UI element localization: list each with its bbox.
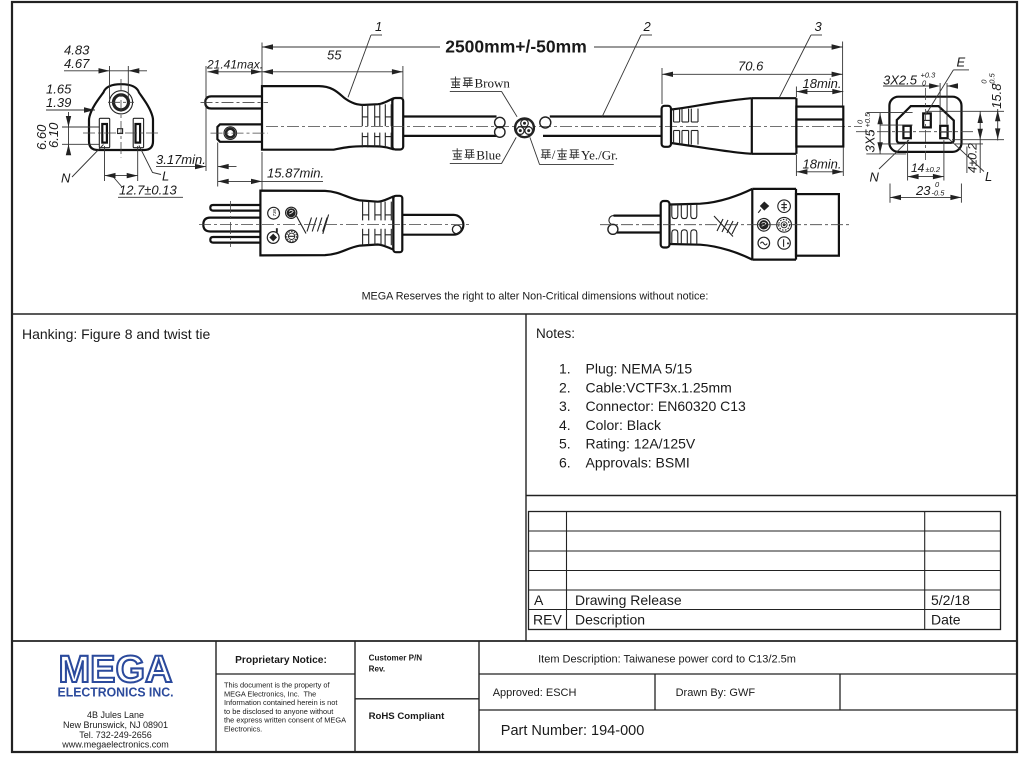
svg-text:12.7±0.13: 12.7±0.13 xyxy=(119,183,178,198)
svg-text:2.: 2. xyxy=(559,379,571,395)
svg-text:2: 2 xyxy=(643,19,652,34)
svg-text:Connector: EN60320 C13: Connector: EN60320 C13 xyxy=(586,398,747,414)
svg-text:-0.5: -0.5 xyxy=(932,189,946,198)
svg-text:0: 0 xyxy=(922,79,927,88)
svg-text:Rating: 12A/125V: Rating: 12A/125V xyxy=(586,436,696,452)
svg-text:70.6: 70.6 xyxy=(738,59,764,74)
svg-text:MEGA Electronics, Inc. The: MEGA Electronics, Inc. The xyxy=(224,689,316,698)
svg-text:to be disclosed to anyone with: to be disclosed to anyone without xyxy=(224,707,333,716)
svg-text:Hanking: Figure 8 and twist ti: Hanking: Figure 8 and twist tie xyxy=(22,326,211,342)
svg-text:15.8: 15.8 xyxy=(989,83,1004,109)
svg-text:18min.: 18min. xyxy=(803,76,842,91)
svg-text:+0.3: +0.3 xyxy=(921,71,937,80)
svg-text:www.megaelectronics.com: www.megaelectronics.com xyxy=(61,740,169,750)
svg-text:5/2/18: 5/2/18 xyxy=(931,592,970,608)
svg-text:21.41max.: 21.41max. xyxy=(206,58,263,72)
svg-text:MEGA: MEGA xyxy=(59,649,173,691)
svg-text:Proprietary Notice:: Proprietary Notice: xyxy=(235,655,327,666)
svg-text:6.10: 6.10 xyxy=(46,122,61,148)
svg-text:3.: 3. xyxy=(559,398,571,414)
svg-text:14: 14 xyxy=(911,161,925,175)
svg-text:+0.5: +0.5 xyxy=(863,112,872,128)
svg-text:0: 0 xyxy=(856,119,865,124)
svg-text:6.: 6. xyxy=(559,455,571,471)
svg-text:5.: 5. xyxy=(559,436,571,452)
svg-text:Rev.: Rev. xyxy=(369,665,386,674)
svg-text:4.83: 4.83 xyxy=(64,43,90,58)
svg-text:0: 0 xyxy=(980,79,989,84)
svg-text:This document is the property: This document is the property of xyxy=(224,681,331,690)
svg-text:3: 3 xyxy=(815,19,823,34)
svg-text:Approved: ESCH: Approved: ESCH xyxy=(493,687,577,699)
svg-text:-0.5: -0.5 xyxy=(988,73,997,87)
svg-text:RoHS Compliant: RoHS Compliant xyxy=(369,711,445,722)
svg-text:Part Number: 194-000: Part Number: 194-000 xyxy=(501,723,644,739)
svg-text:23: 23 xyxy=(915,183,931,198)
svg-text:Drawn By: GWF: Drawn By: GWF xyxy=(676,687,756,699)
svg-text:L: L xyxy=(162,169,169,184)
svg-text:/: / xyxy=(552,147,556,162)
svg-text:MEGA Reserves the right to alt: MEGA Reserves the right to alter Non-Cri… xyxy=(362,291,709,303)
svg-text:55: 55 xyxy=(327,48,342,63)
svg-text:3X2.5: 3X2.5 xyxy=(883,73,918,88)
svg-text:Notes:: Notes: xyxy=(536,326,575,341)
svg-text:4.: 4. xyxy=(559,417,571,433)
svg-text:±0.2: ±0.2 xyxy=(926,165,941,174)
svg-text:A: A xyxy=(534,592,544,608)
svg-text:1.65: 1.65 xyxy=(46,82,72,97)
svg-text:1.39: 1.39 xyxy=(46,95,71,110)
svg-text:E: E xyxy=(957,55,966,70)
svg-text:1.: 1. xyxy=(559,361,571,377)
svg-text:4±0.2: 4±0.2 xyxy=(966,143,980,173)
svg-text:4.67: 4.67 xyxy=(64,56,90,71)
svg-text:3.17min.: 3.17min. xyxy=(156,152,206,167)
svg-text:Plug: NEMA 5/15: Plug: NEMA 5/15 xyxy=(586,361,693,377)
svg-text:18min.: 18min. xyxy=(803,156,842,171)
svg-text:Electronics.: Electronics. xyxy=(224,725,262,734)
svg-text:Ye./Gr.: Ye./Gr. xyxy=(581,147,618,162)
svg-text:2500mm+/-50mm: 2500mm+/-50mm xyxy=(445,37,587,57)
svg-text:15.87min.: 15.87min. xyxy=(267,166,324,181)
svg-text:Description: Description xyxy=(575,612,645,628)
svg-text:Tel. 732-249-2656: Tel. 732-249-2656 xyxy=(79,730,152,740)
svg-text:4B Jules Lane: 4B Jules Lane xyxy=(87,710,144,720)
svg-text:6.60: 6.60 xyxy=(34,124,49,150)
svg-text:ELECTRONICS INC.: ELECTRONICS INC. xyxy=(58,686,174,700)
svg-text:Approvals: BSMI: Approvals: BSMI xyxy=(586,455,690,471)
svg-text:1: 1 xyxy=(375,19,382,34)
svg-text:Blue: Blue xyxy=(476,147,501,162)
svg-text:Item Description: Taiwanese po: Item Description: Taiwanese power cord t… xyxy=(538,654,796,666)
svg-text:N: N xyxy=(870,170,880,185)
svg-text:N: N xyxy=(61,171,71,186)
svg-text:Date: Date xyxy=(931,612,961,628)
svg-text:0: 0 xyxy=(935,180,940,189)
svg-text:New Brunswick, NJ 08901: New Brunswick, NJ 08901 xyxy=(63,720,168,730)
svg-text:Cable:VCTF3x.1.25mm: Cable:VCTF3x.1.25mm xyxy=(586,379,732,395)
svg-text:Information contained herein i: Information contained herein is not xyxy=(224,698,337,707)
svg-text:L: L xyxy=(985,169,992,184)
svg-text:REV: REV xyxy=(533,612,562,628)
svg-text:Color: Black: Color: Black xyxy=(586,417,662,433)
svg-text:Drawing Release: Drawing Release xyxy=(575,592,682,608)
svg-text:736: 736 xyxy=(272,208,277,216)
svg-text:3X5: 3X5 xyxy=(863,129,878,153)
svg-text:Customer P/N: Customer P/N xyxy=(369,654,423,663)
svg-text:Brown: Brown xyxy=(475,76,511,91)
svg-text:the express written consent of: the express written consent of MEGA xyxy=(224,716,346,725)
